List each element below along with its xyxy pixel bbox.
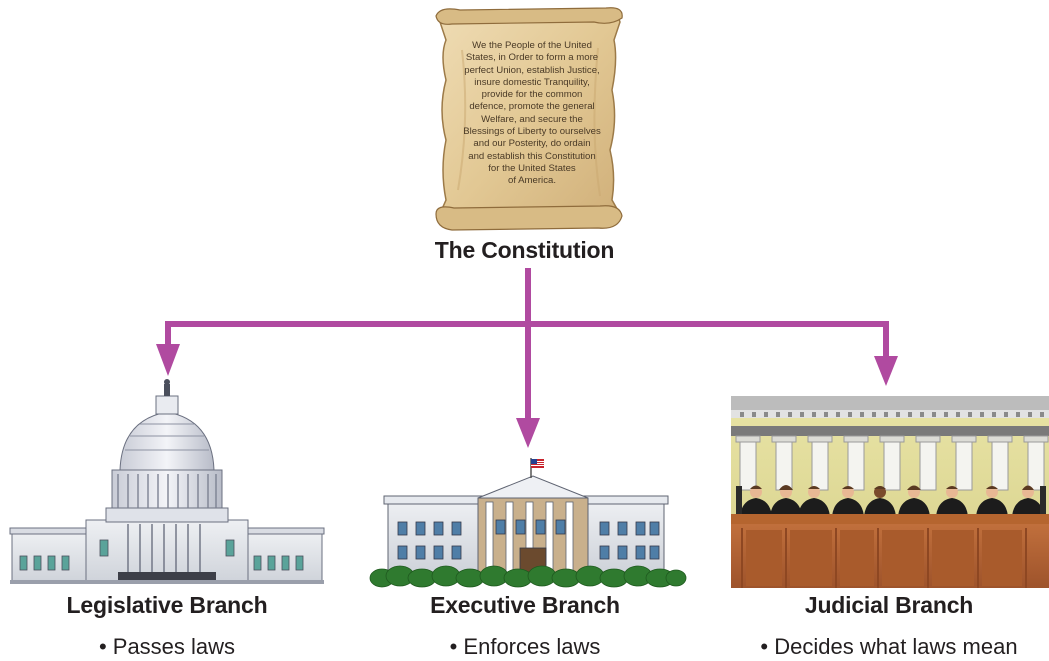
arrowhead-legislative [156,344,180,376]
preamble-line: Welfare, and secure the [481,113,583,125]
justices [740,485,1044,516]
preamble-line: defence, promote the general [469,101,595,113]
white-house-illustration [369,458,687,588]
constitution-scroll [435,7,623,231]
connector-arrows [165,268,889,424]
preamble-line: of America. [508,175,556,187]
constitution-title: The Constitution [434,237,615,263]
executive-branch-title: Executive Branch [430,592,620,618]
arrowhead-judicial [874,356,898,386]
preamble-line: provide for the common [481,89,583,101]
legislative-branch-duty: • Passes laws [98,634,236,659]
arrowhead-executive [516,418,540,448]
preamble-line: and establish this Constitution [468,150,596,162]
preamble-line: insure domestic Tranquility, [474,76,590,88]
preamble-line: and our Posterity, do ordain [473,138,591,150]
capitol-building-illustration [9,379,325,584]
judicial-branch-title: Judicial Branch [804,592,974,618]
preamble-line: perfect Union, establish Justice, [464,64,600,76]
legislative-branch-title: Legislative Branch [66,592,268,618]
supreme-court-illustration [731,396,1049,588]
preamble-line: for the United States [488,162,576,174]
preamble-line: We the People of the United [472,40,592,51]
preamble-line: States, in Order to form a more [465,52,599,64]
executive-branch-duty: • Enforces laws [449,634,601,659]
judicial-branch-duty: • Decides what laws mean [760,634,1018,659]
arrowheads [156,344,898,448]
preamble-line: Blessings of Liberty to ourselves [463,126,601,138]
